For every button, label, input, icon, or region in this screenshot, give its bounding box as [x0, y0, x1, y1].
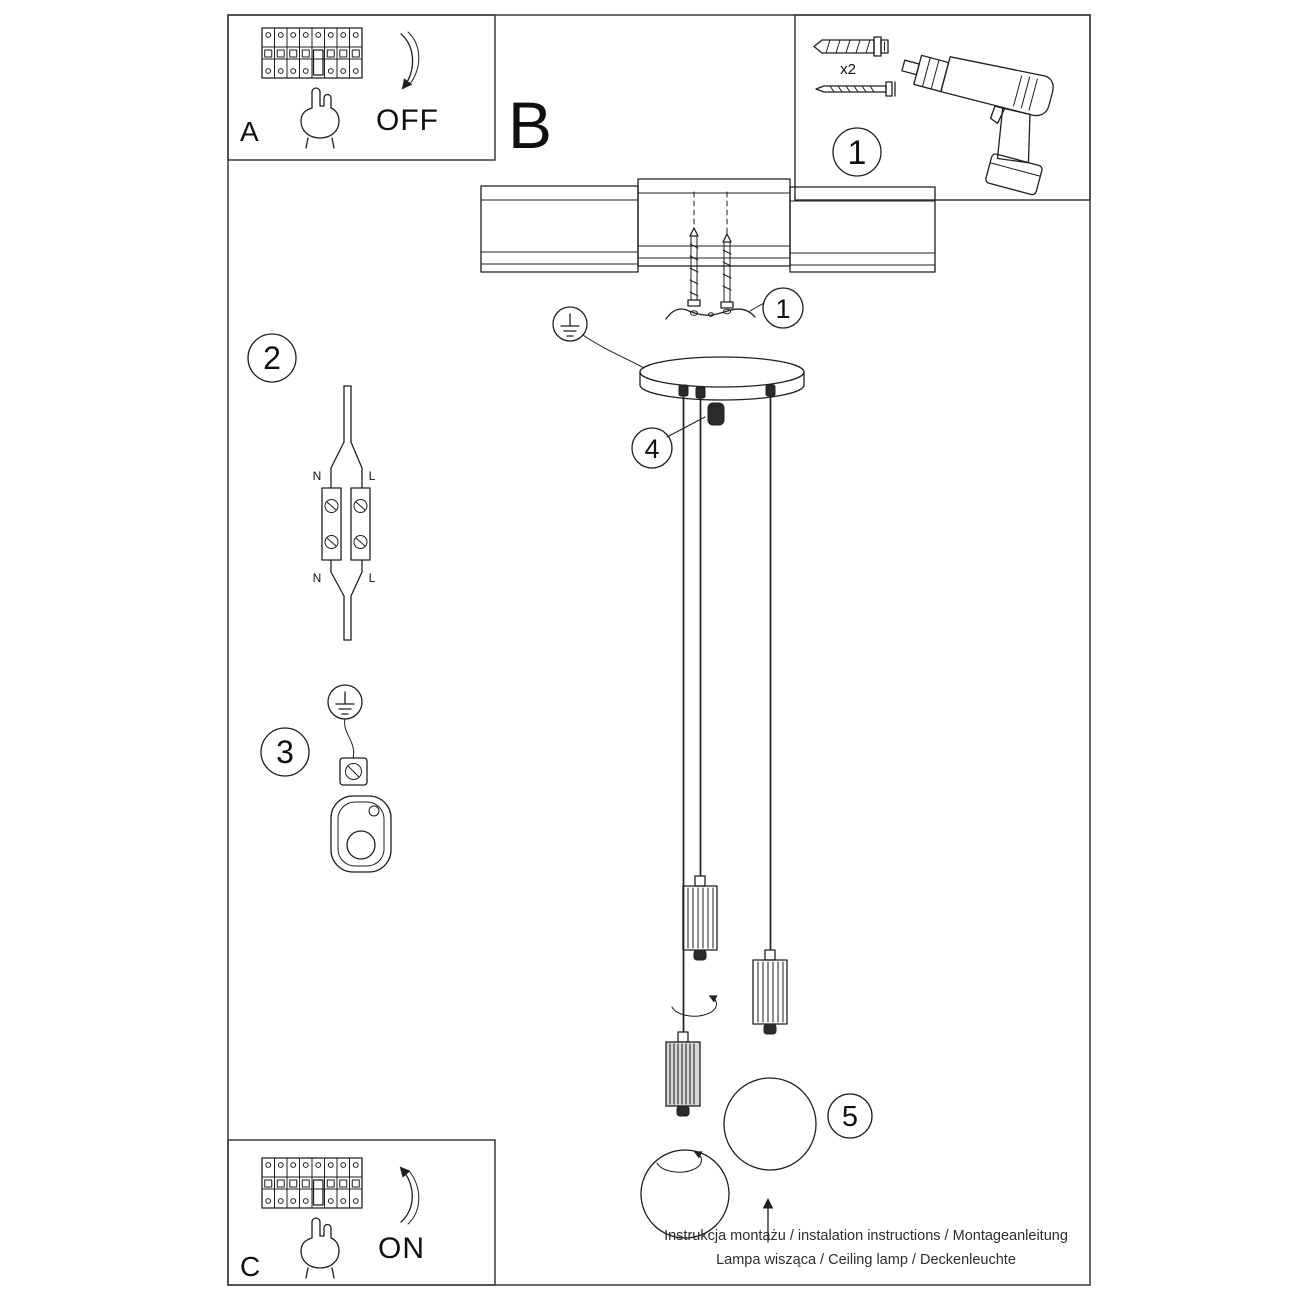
anchor-quantity-label: x2	[840, 61, 856, 78]
callout-5-number: 5	[842, 1101, 858, 1133]
step-1-callout: 1	[832, 127, 882, 177]
callout-5-bulb: 5	[827, 1093, 873, 1139]
mounting-screws	[687, 191, 734, 309]
callout-1-number: 1	[775, 294, 790, 324]
circuit-breaker-on-icon	[261, 1157, 363, 1279]
callout-4-cord-grip: 4	[631, 416, 706, 469]
switch-off-label: OFF	[376, 104, 439, 137]
switch-on-label: ON	[378, 1232, 425, 1265]
callout-4-number: 4	[644, 434, 659, 464]
ceiling-canopy	[639, 356, 805, 401]
footer-line-1: Instrukcja montażu / instalation instruc…	[664, 1228, 1068, 1244]
callout-2-number: 2	[263, 340, 281, 376]
light-bulb-left	[640, 1149, 730, 1239]
suspension-cords	[682, 396, 772, 1032]
callout-2-wiring: 2	[247, 333, 297, 383]
drill-icon	[901, 54, 1054, 196]
panel-c-switch-on: ON C	[227, 1139, 496, 1286]
callout-3-number: 3	[276, 734, 294, 770]
panel-a-border	[227, 14, 496, 161]
section-b-label: B	[508, 88, 552, 162]
panel-c-label: C	[240, 1251, 260, 1282]
footer-line-2: Lampa wisząca / Ceiling lamp / Deckenleu…	[716, 1252, 1016, 1268]
wiring-diagram: N L N L	[313, 385, 376, 641]
rotate-arrow-left-icon	[656, 1151, 703, 1173]
rotate-arrow-middle-icon	[671, 995, 718, 1017]
panel-a-label: A	[240, 116, 259, 147]
screw-icon	[815, 81, 896, 97]
callout-3-grounding: 3	[260, 727, 310, 777]
hardware-box: x2 1	[794, 14, 1091, 201]
wire-label-n-top: N	[313, 469, 322, 483]
callout-1-mounting: 1	[749, 287, 804, 329]
ceiling-illustration	[480, 178, 936, 273]
mounting-bracket	[665, 308, 756, 320]
step-1-number: 1	[848, 134, 867, 172]
wall-plug-icon	[813, 36, 889, 57]
wire-label-n-bottom: N	[313, 571, 322, 585]
lamp-socket-left	[665, 1031, 701, 1117]
lamp-socket-middle	[682, 875, 718, 961]
wire-label-l-bottom: L	[369, 571, 376, 585]
grounding-parts	[327, 684, 392, 873]
flip-up-arrow-icon	[399, 1166, 420, 1225]
grounding-symbol-icon	[552, 306, 645, 369]
flip-down-arrow-icon	[400, 31, 420, 90]
panel-c-border	[227, 1139, 496, 1286]
wire-label-l-top: L	[369, 469, 376, 483]
light-bulb-right	[723, 1077, 817, 1171]
lamp-socket-right	[752, 949, 788, 1035]
page-border	[227, 14, 1091, 1286]
cord-grip-part	[707, 402, 725, 426]
hardware-box-border	[794, 14, 1091, 201]
circuit-breaker-off-icon	[261, 27, 363, 149]
panel-a-switch-off: OFF A	[227, 14, 496, 161]
